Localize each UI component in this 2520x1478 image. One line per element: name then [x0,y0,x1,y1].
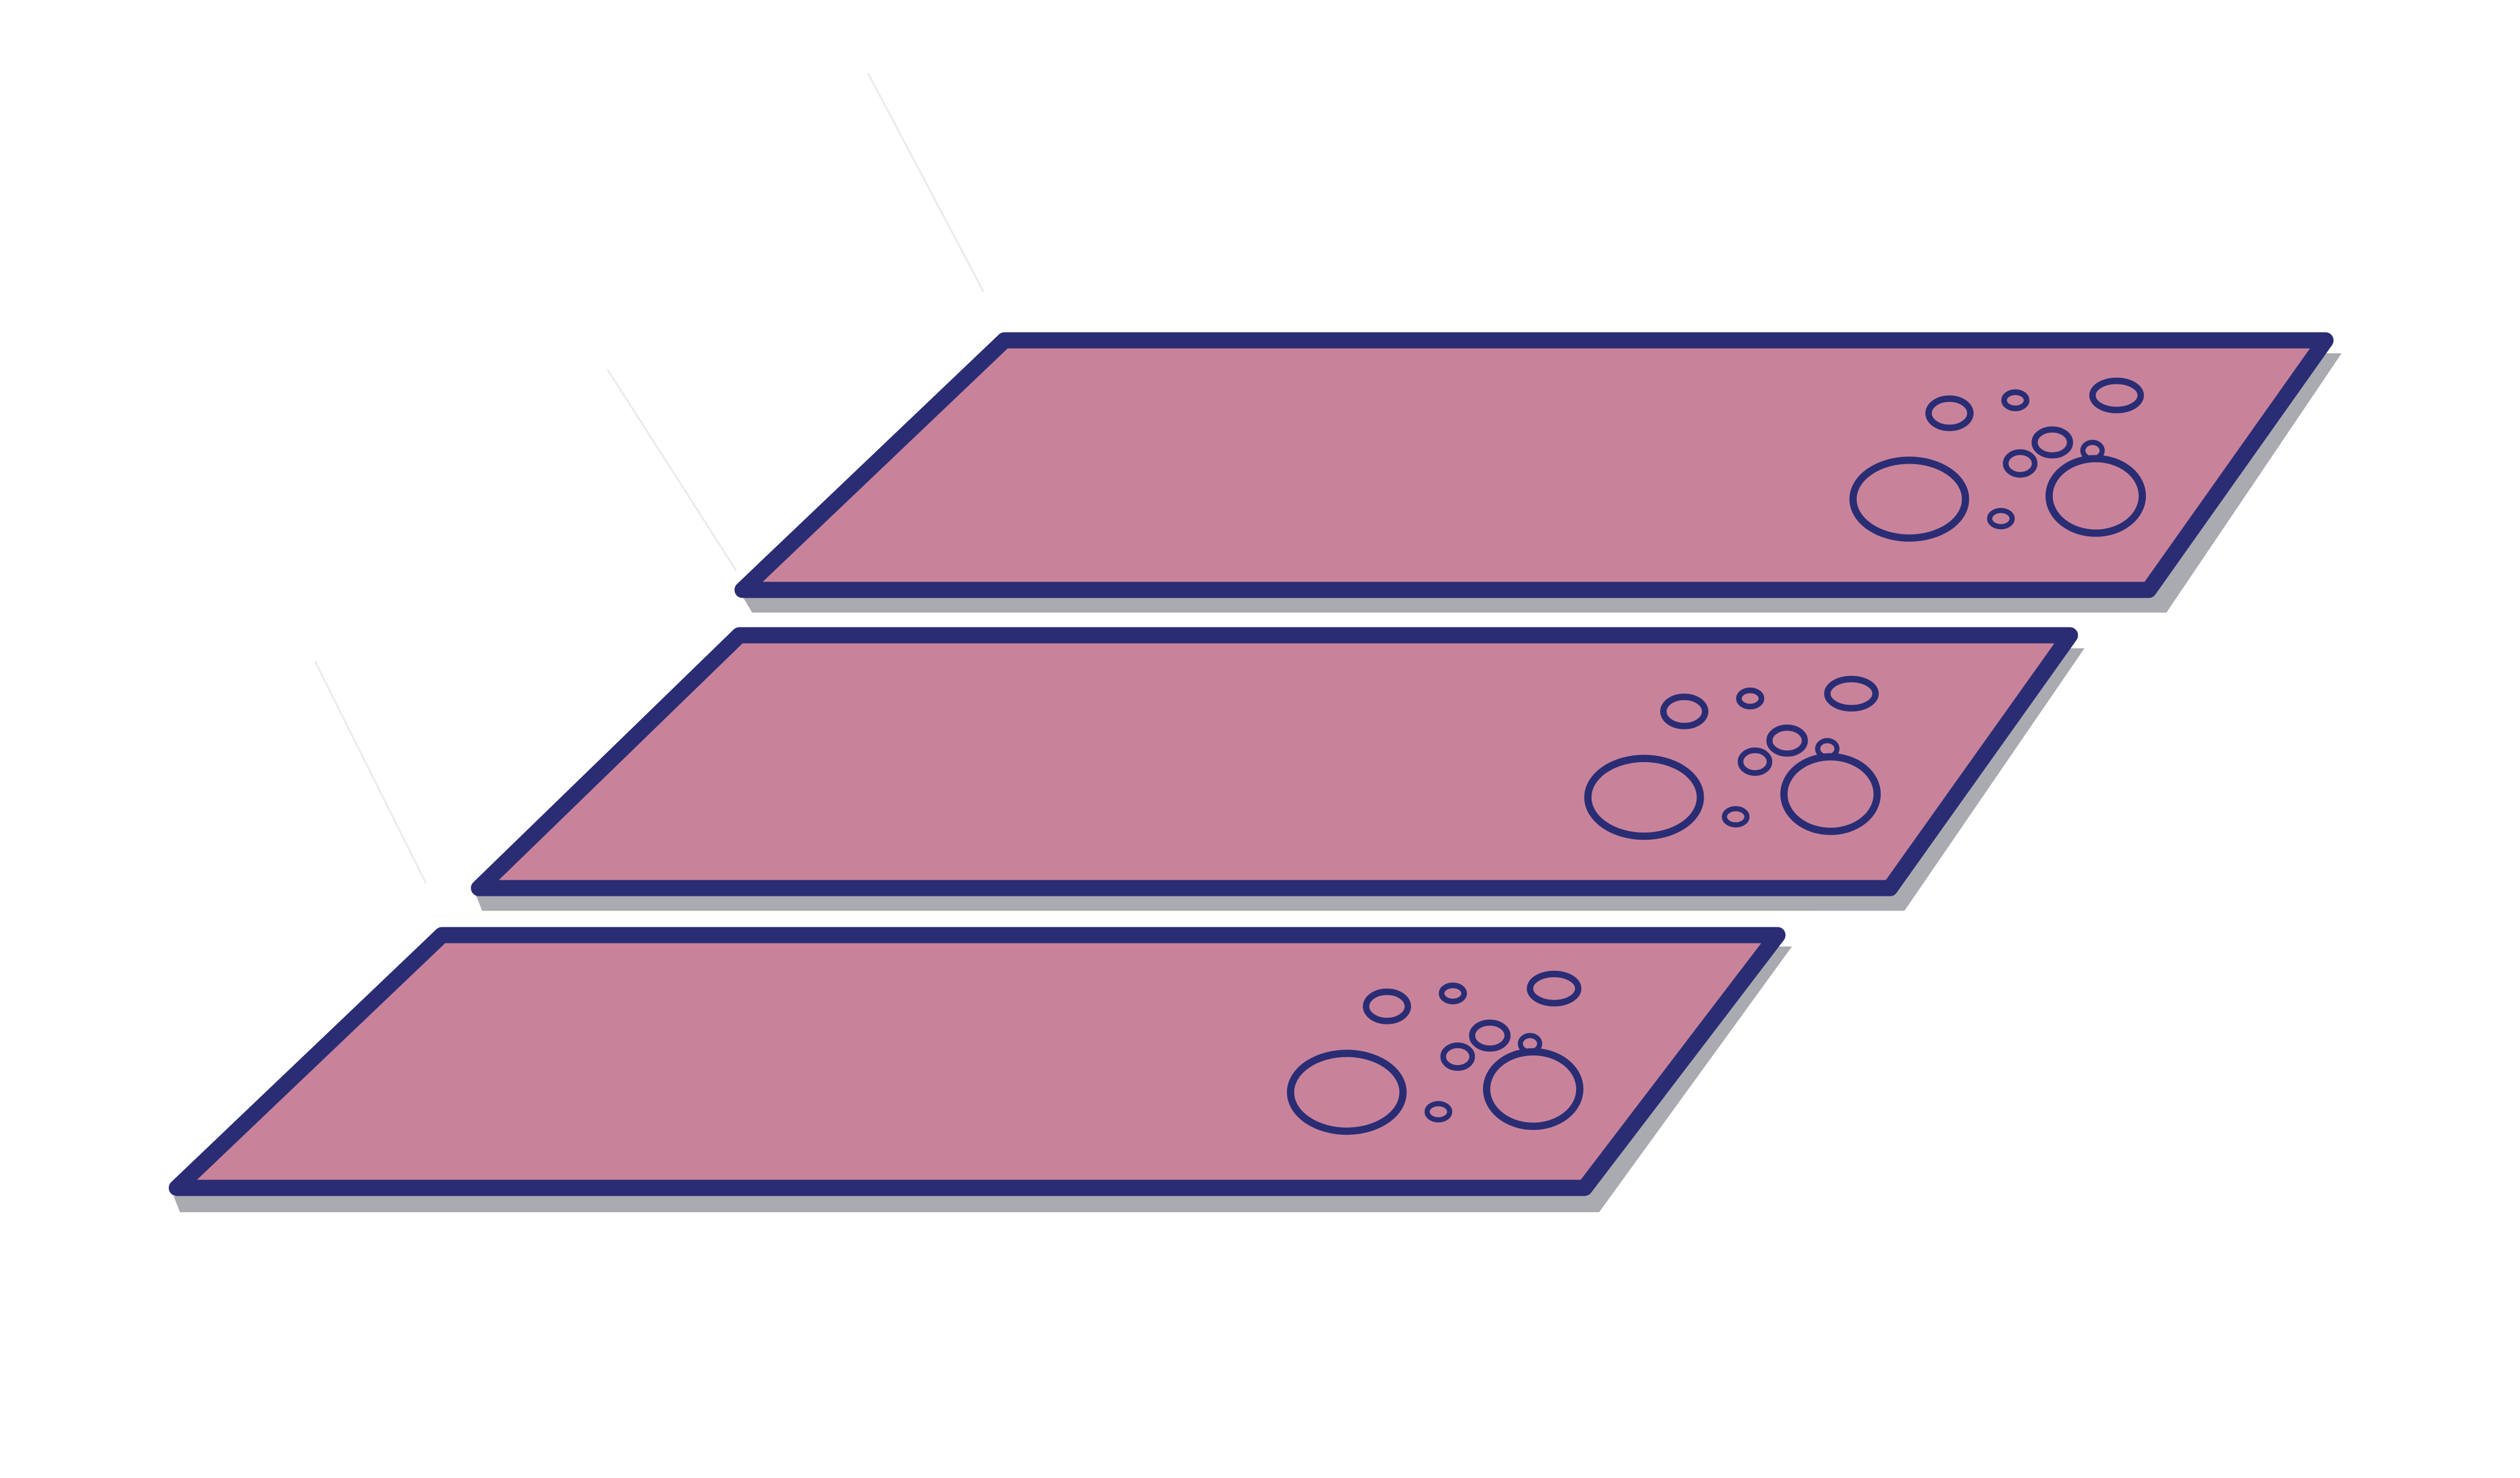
slab-shadows [173,345,2342,1213]
slab-middle [471,627,2078,896]
slab-middle-face [471,627,2078,896]
slab-shadow-top [742,345,2342,613]
slab-bottom [169,927,1786,1196]
faint-sketch-lines [314,72,985,884]
slab-top-face [734,332,2334,598]
slab-top [734,332,2334,598]
slab-bottom-face [169,927,1786,1196]
